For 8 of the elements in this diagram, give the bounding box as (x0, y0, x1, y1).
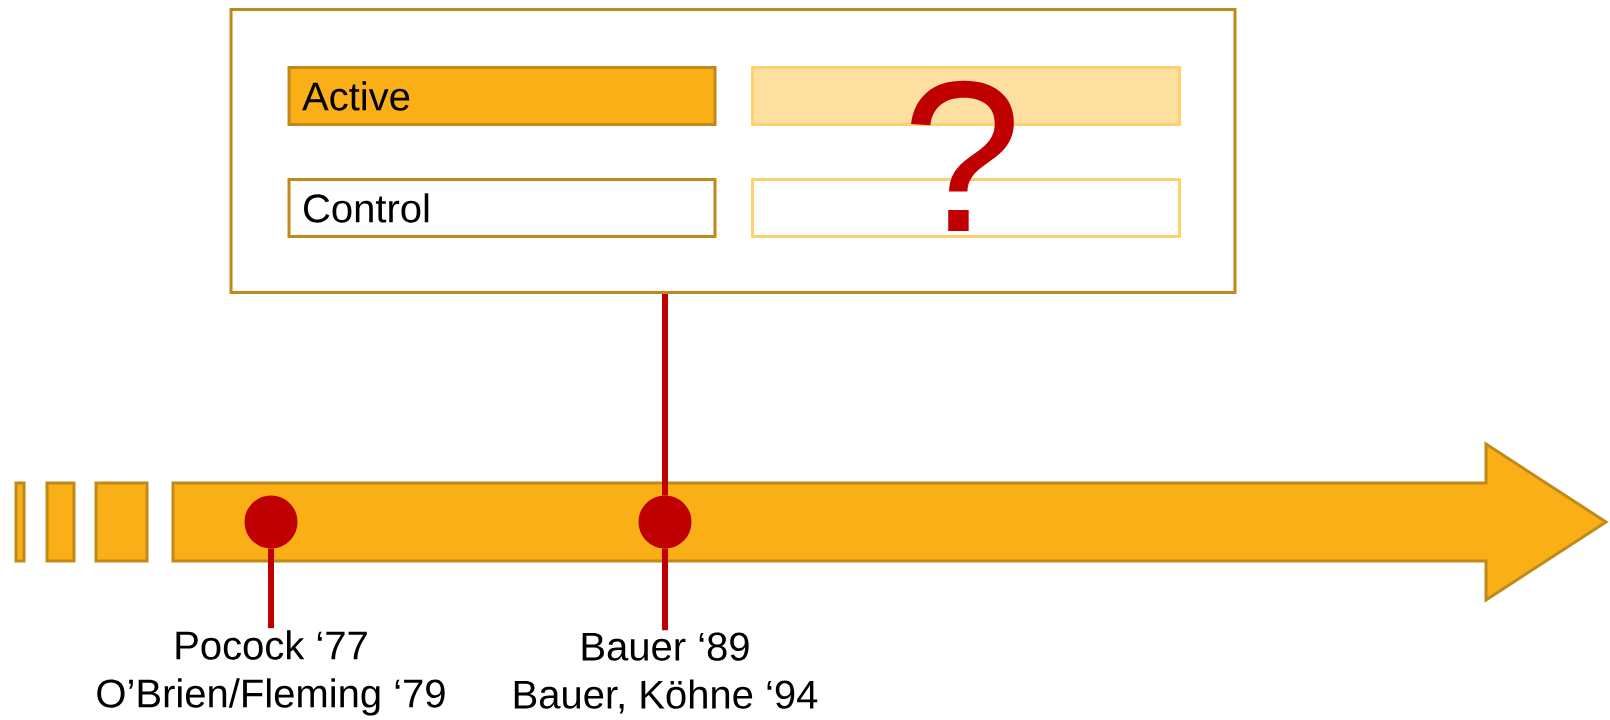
leader-line (268, 548, 274, 629)
leader-line (662, 548, 668, 631)
group-bar: Active (287, 66, 717, 126)
timeline-dot (244, 495, 298, 549)
citation-text: Bauer ‘89 Bauer, Köhne ‘94 (514, 632, 818, 714)
timeline-dot (638, 495, 692, 549)
citation-text: Pocock ‘77 O’Brien/Fleming ‘79 (97, 630, 445, 716)
group-bar: Control (287, 178, 717, 238)
